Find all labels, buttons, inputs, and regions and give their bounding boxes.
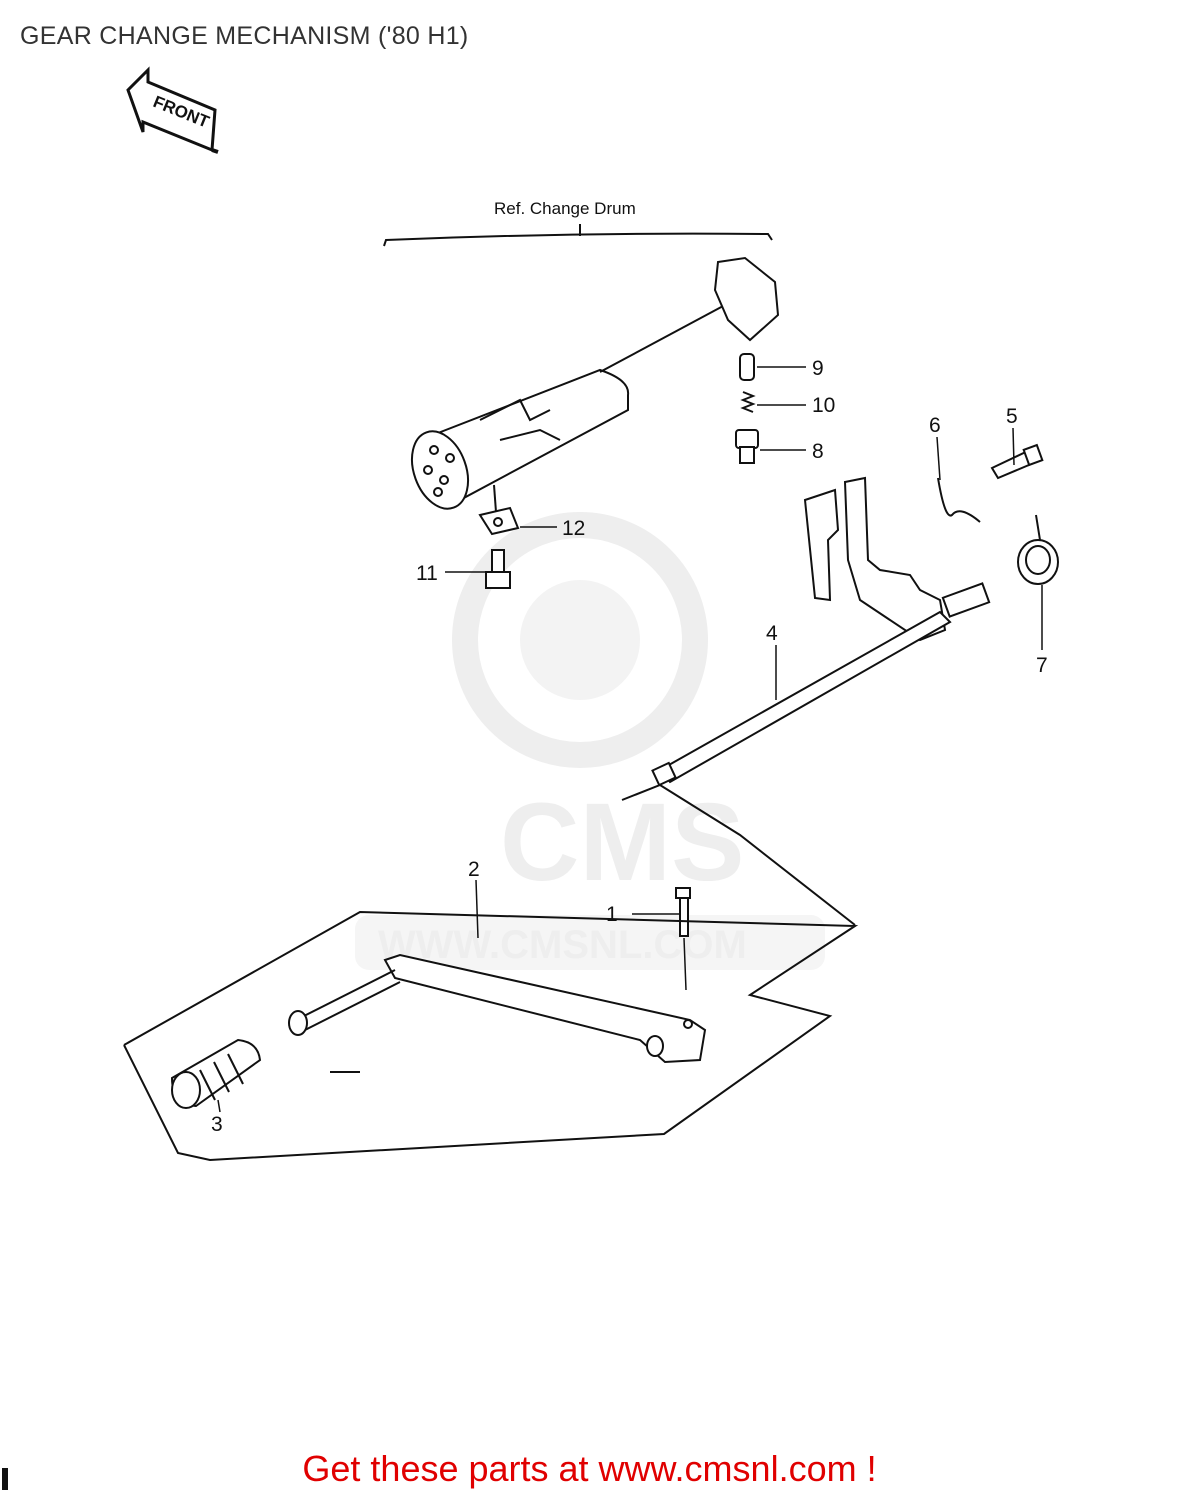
watermark-logo: CMS bbox=[500, 781, 744, 904]
callout-10: 10 bbox=[812, 394, 835, 417]
part-7-spring bbox=[1017, 514, 1059, 585]
callout-4: 4 bbox=[766, 622, 778, 645]
callout-7: 7 bbox=[1036, 654, 1048, 677]
watermark: CMS WWW.CMSNL.COM bbox=[355, 512, 825, 970]
callout-5: 5 bbox=[1006, 405, 1018, 428]
ref-change-drum-bracket: Ref. Change Drum bbox=[383, 199, 773, 247]
part-6-spring bbox=[937, 477, 981, 523]
part-1-bolt bbox=[675, 887, 691, 937]
corner-mark bbox=[2, 1468, 8, 1490]
callout-1: 1 bbox=[606, 903, 618, 926]
part-10-spring bbox=[740, 391, 756, 413]
part-8-plug bbox=[735, 429, 759, 464]
part-9-pin bbox=[739, 353, 755, 381]
part-12-plate bbox=[478, 484, 520, 536]
callout-9: 9 bbox=[812, 357, 824, 380]
callout-11: 11 bbox=[416, 562, 438, 585]
watermark-url: WWW.CMSNL.COM bbox=[378, 923, 747, 967]
front-arrow: FRONT bbox=[126, 66, 219, 154]
callout-3: 3 bbox=[211, 1113, 223, 1136]
callout-6: 6 bbox=[929, 414, 941, 437]
footer-link[interactable]: Get these parts at www.cmsnl.com ! bbox=[302, 1448, 877, 1489]
page-title: GEAR CHANGE MECHANISM ('80 H1) bbox=[20, 22, 469, 50]
part-2-shift-pedal bbox=[288, 953, 707, 1064]
leader-lines bbox=[217, 366, 1043, 1113]
ref-change-drum-label: Ref. Change Drum bbox=[494, 199, 636, 218]
part-3-pedal-rubber bbox=[170, 1038, 262, 1109]
part-5-bolt bbox=[990, 443, 1044, 480]
change-drum bbox=[410, 256, 780, 510]
part-4-shift-shaft bbox=[651, 476, 991, 787]
callout-2: 2 bbox=[468, 858, 480, 881]
assembly-outline bbox=[123, 783, 859, 1162]
callout-8: 8 bbox=[812, 440, 824, 463]
callout-12: 12 bbox=[562, 517, 585, 540]
part-11-bolt bbox=[485, 549, 511, 589]
